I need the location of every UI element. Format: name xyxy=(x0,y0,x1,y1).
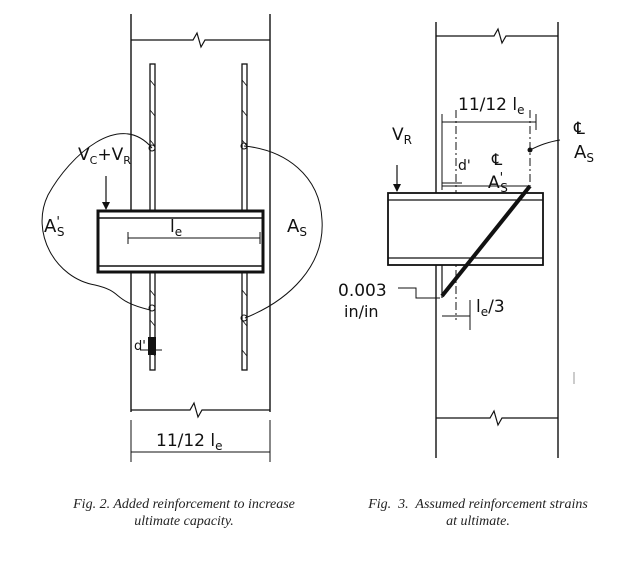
fig2-bracket xyxy=(96,209,265,274)
fig3-label-cl-as: AS xyxy=(574,142,594,165)
fig3-label-dim: 11/12 le xyxy=(458,95,525,117)
fig3-label-as-prime: A'S xyxy=(488,171,508,195)
fig3-drawing xyxy=(387,22,575,458)
fig2-label-d-prime: d' xyxy=(134,339,146,354)
fig2-caption-line2: ultimate capacity. xyxy=(134,514,234,529)
fig2-label-dim: 11/12 le xyxy=(156,431,223,453)
fig2-caption: Fig. 2. Added reinforcement to increase … xyxy=(38,496,330,530)
fig3-label-cl-symbol2: ℄ xyxy=(491,150,503,169)
fig2-bar-marker-bottom-left xyxy=(148,304,156,312)
fig2-top-break-line xyxy=(131,31,270,49)
fig3-as-leader xyxy=(529,139,561,151)
fig3-label-strain: 0.003 xyxy=(338,281,387,301)
fig3-top-break-line xyxy=(436,27,558,45)
fig2-drawing xyxy=(41,14,323,462)
fig2-label-vc-vr: VC+VR xyxy=(78,145,131,167)
fig2-label-as-prime: A'S xyxy=(44,215,65,239)
fig2-bar-marker-bottom-right xyxy=(240,314,248,322)
fig2-caption-line1: Fig. 2. Added reinforcement to increase xyxy=(73,497,295,512)
fig2-label-as: AS xyxy=(287,216,307,239)
fig3-label-le3: le/3 xyxy=(476,297,505,319)
fig3-bracket xyxy=(387,192,544,266)
fig3-strain-leader xyxy=(398,287,440,299)
fig3-as-marker xyxy=(527,147,533,153)
fig2-as-prime-leader xyxy=(41,133,153,311)
fig2-label-le: le xyxy=(170,217,182,239)
fig2-bar-hatch-left xyxy=(149,79,156,357)
fig2-bottom-break-line xyxy=(131,401,270,419)
fig3-strain-hypotenuse xyxy=(440,184,532,298)
fig3-caption-line2: at ultimate. xyxy=(446,514,510,529)
fig3-label-strain-unit: in/in xyxy=(344,302,379,321)
fig3-label-d-prime: d' xyxy=(458,158,471,174)
fig2-d-prime-mark xyxy=(148,337,156,355)
fig2-bar-marker-top-right xyxy=(240,142,248,150)
fig3-bottom-break-line xyxy=(436,409,558,427)
fig3-caption: Fig. 3. Assumed reinforcement strains at… xyxy=(334,496,622,530)
fig2-bar-marker-top-left xyxy=(148,144,156,152)
fig3-label-vr: VR xyxy=(392,125,412,147)
fig3-caption-line1: Fig. 3. Assumed reinforcement strains xyxy=(368,497,588,512)
fig2-as-leader xyxy=(243,145,323,319)
fig3-label-cl-as-symbol: ℄ xyxy=(573,119,585,139)
